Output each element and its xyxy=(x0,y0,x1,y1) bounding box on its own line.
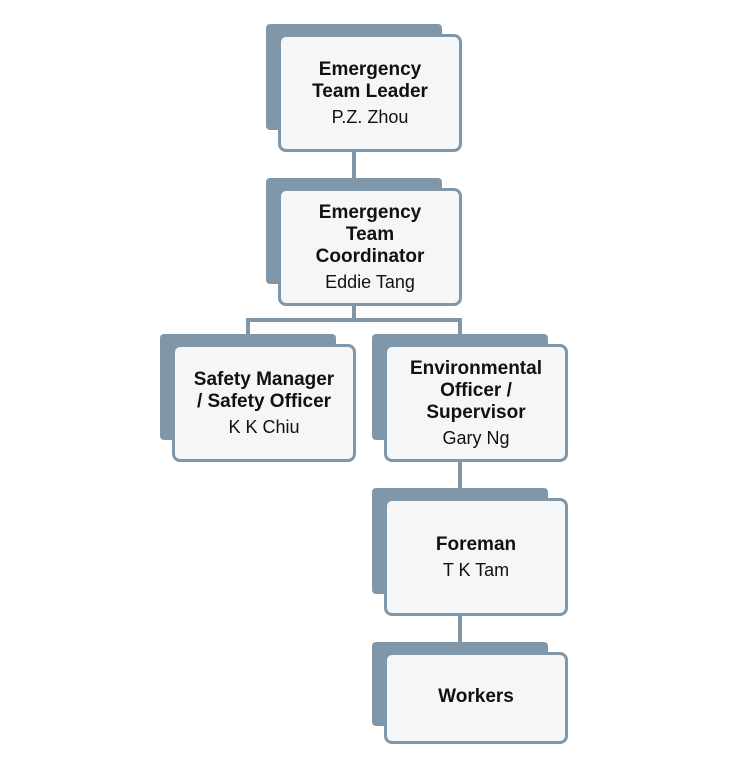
node-person-name: P.Z. Zhou xyxy=(331,106,409,127)
node-person-name: Eddie Tang xyxy=(325,271,415,292)
node-content: Workers xyxy=(390,656,562,738)
node-safety-manager: Safety Manager / Safety Officer K K Chiu xyxy=(160,334,356,462)
node-content: Foreman T K Tam xyxy=(390,506,562,608)
connector-leader-coordinator xyxy=(352,150,356,180)
connector-branch-safety xyxy=(246,318,250,336)
connector-environmental-foreman xyxy=(458,460,462,490)
node-card xyxy=(384,498,568,616)
node-title: Foreman xyxy=(435,533,517,555)
node-emergency-team-leader: Emergency Team Leader P.Z. Zhou xyxy=(266,24,462,152)
connector-branch-horizontal xyxy=(246,318,462,322)
node-content: Emergency Team Coordinator Eddie Tang xyxy=(288,194,452,300)
node-card xyxy=(384,652,568,744)
node-content: Emergency Team Leader P.Z. Zhou xyxy=(288,42,452,144)
node-title: Emergency Team Coordinator xyxy=(315,201,425,267)
node-title: Environmental Officer / Supervisor xyxy=(410,357,542,423)
node-foreman: Foreman T K Tam xyxy=(372,488,568,616)
connector-branch-environmental xyxy=(458,318,462,344)
node-person-name: Gary Ng xyxy=(442,427,510,448)
node-emergency-team-coordinator: Emergency Team Coordinator Eddie Tang xyxy=(266,178,462,306)
node-card xyxy=(172,344,356,462)
node-card xyxy=(278,188,462,306)
node-environmental-officer: Environmental Officer / Supervisor Gary … xyxy=(372,334,568,462)
node-person-name: K K Chiu xyxy=(228,416,300,437)
node-title: Emergency Team Leader xyxy=(312,58,428,102)
node-workers: Workers xyxy=(372,642,568,744)
node-title: Workers xyxy=(438,686,514,707)
node-title: Safety Manager / Safety Officer xyxy=(193,368,335,412)
node-card xyxy=(278,34,462,152)
node-person-name: T K Tam xyxy=(442,559,510,580)
connector-foreman-workers xyxy=(458,614,462,644)
node-content: Environmental Officer / Supervisor Gary … xyxy=(390,350,562,456)
node-content: Safety Manager / Safety Officer K K Chiu xyxy=(178,352,350,454)
connector-coordinator-down xyxy=(352,304,356,320)
node-card xyxy=(384,344,568,462)
